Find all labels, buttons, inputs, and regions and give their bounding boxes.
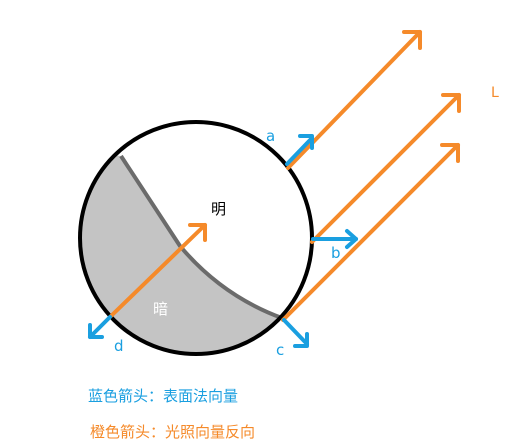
label-c: c — [276, 341, 284, 359]
normal-arrow-c — [282, 318, 309, 348]
legend-orange: 橙色箭头：光照向量反向 — [90, 423, 256, 441]
label-a: a — [266, 127, 275, 145]
light-arrow-c — [281, 143, 460, 322]
label-d: d — [114, 337, 124, 355]
label-bright: 明 — [211, 200, 226, 218]
terminator-line — [119, 154, 283, 320]
light-arrow-d — [108, 223, 207, 319]
light-arrow-a — [286, 30, 422, 170]
label-dark: 暗 — [153, 300, 168, 318]
normal-arrow-d — [88, 315, 112, 339]
light-arrow-b — [310, 93, 461, 244]
label-L: L — [491, 85, 499, 101]
label-b: b — [331, 244, 341, 262]
normal-arrow-a — [285, 134, 314, 166]
normal-arrow-b — [311, 229, 358, 249]
legend-blue: 蓝色箭头：表面法向量 — [88, 387, 239, 405]
